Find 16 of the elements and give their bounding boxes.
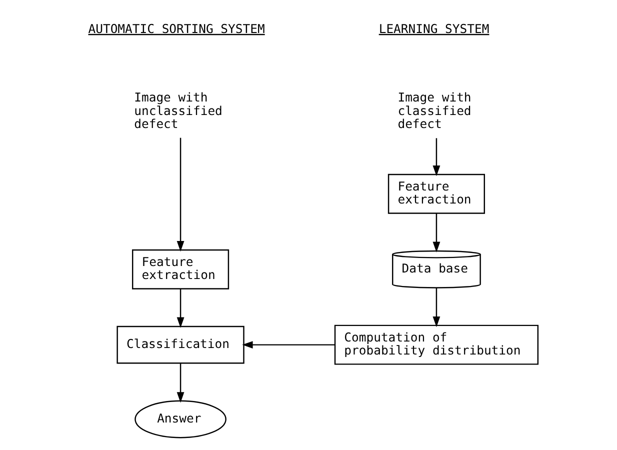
arrow	[432, 138, 440, 176]
arrow	[176, 288, 184, 328]
node-box: Feature extraction	[388, 174, 485, 214]
arrow	[242, 341, 335, 349]
node-box: Feature extraction	[132, 249, 230, 290]
label: AUTOMATIC SORTING SYSTEM	[88, 22, 265, 36]
node-box: Classification	[116, 326, 244, 364]
arrow	[432, 213, 440, 252]
node-text: Image with unclassified defect	[134, 90, 222, 132]
arrow	[432, 288, 440, 328]
label: LEARNING SYSTEM	[378, 22, 490, 36]
arrow	[176, 363, 184, 403]
node-ellipse: Answer	[134, 400, 226, 438]
node-text: Image with classified defect	[398, 90, 472, 132]
arrow	[176, 138, 184, 252]
node-box: Computation of probability distribution	[334, 324, 539, 365]
